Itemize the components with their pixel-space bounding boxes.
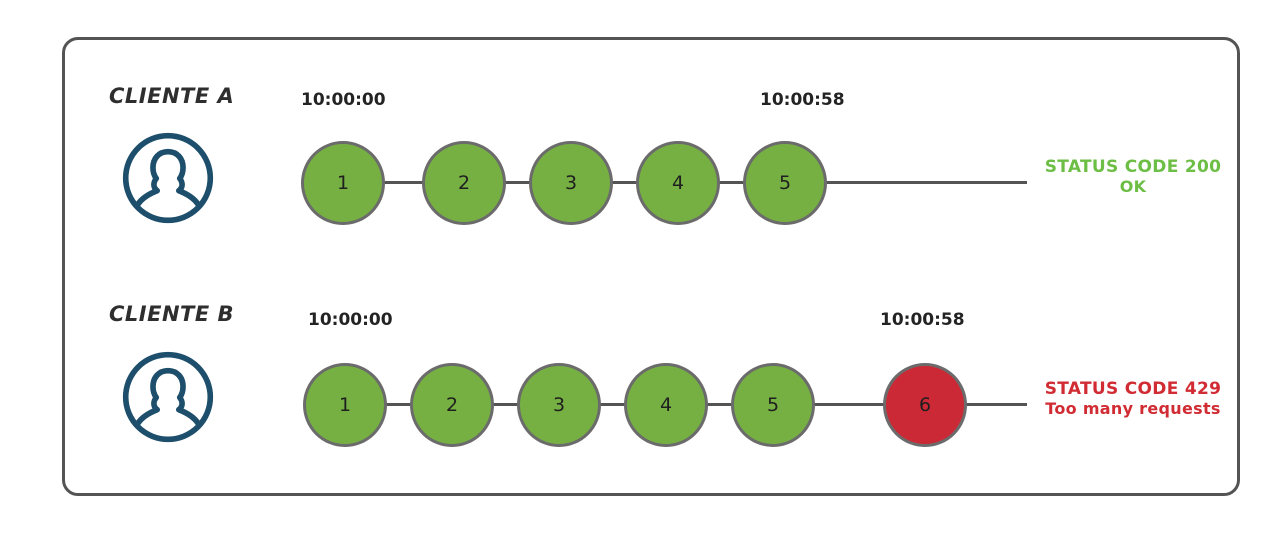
request-node-b-5[interactable]: 5 xyxy=(731,363,815,447)
request-node-a-3[interactable]: 3 xyxy=(529,141,613,225)
request-node-label: 4 xyxy=(671,172,685,194)
request-node-label: 3 xyxy=(552,394,566,416)
request-node-label: 6 xyxy=(918,394,932,416)
status-message-a: STATUS CODE 200 OK xyxy=(1033,157,1233,196)
request-node-a-4[interactable]: 4 xyxy=(636,141,720,225)
request-node-label: 2 xyxy=(457,172,471,194)
request-node-label: 3 xyxy=(564,172,578,194)
request-node-b-3[interactable]: 3 xyxy=(517,363,601,447)
user-avatar-icon-b xyxy=(121,350,215,444)
status-code-line: STATUS CODE 200 xyxy=(1044,157,1222,177)
timestamp-end-a: 10:00:58 xyxy=(760,90,845,110)
diagram-frame: CLIENTE A 10:00:00 10:00:58 1 2 3 4 5 xyxy=(62,37,1240,496)
request-node-label: 2 xyxy=(445,394,459,416)
request-node-label: 4 xyxy=(659,394,673,416)
timestamp-start-a: 10:00:00 xyxy=(301,90,386,110)
client-label-a: CLIENTE A xyxy=(109,84,235,108)
status-text-line: Too many requests xyxy=(1045,398,1221,418)
request-node-b-6[interactable]: 6 xyxy=(883,363,967,447)
status-message-b: STATUS CODE 429 Too many requests xyxy=(1028,379,1238,418)
request-node-label: 1 xyxy=(336,172,350,194)
timestamp-end-b: 10:00:58 xyxy=(880,310,965,330)
timestamp-start-b: 10:00:00 xyxy=(308,310,393,330)
request-node-label: 5 xyxy=(766,394,780,416)
request-node-b-4[interactable]: 4 xyxy=(624,363,708,447)
request-node-b-2[interactable]: 2 xyxy=(410,363,494,447)
request-node-label: 5 xyxy=(778,172,792,194)
request-node-a-2[interactable]: 2 xyxy=(422,141,506,225)
status-code-line: STATUS CODE 429 xyxy=(1044,379,1222,399)
client-label-b: CLIENTE B xyxy=(109,302,235,326)
request-node-b-1[interactable]: 1 xyxy=(303,363,387,447)
status-text-line: OK xyxy=(1119,176,1147,196)
request-node-a-5[interactable]: 5 xyxy=(743,141,827,225)
request-node-label: 1 xyxy=(338,394,352,416)
request-node-a-1[interactable]: 1 xyxy=(301,141,385,225)
user-avatar-icon-a xyxy=(121,131,215,225)
